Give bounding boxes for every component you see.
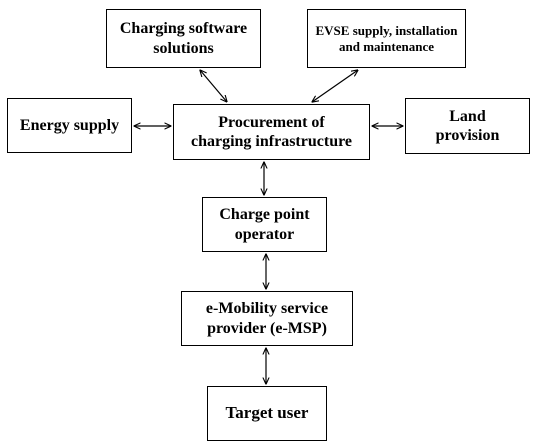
node-procurement: Procurement of charging infrastructure [173,104,370,160]
node-energy-supply: Energy supply [7,98,132,153]
node-label-line: Energy supply [19,116,120,134]
node-label-line: solutions [153,39,214,57]
node-label-line: Charging software [119,20,248,38]
node-label-line: charging infrastructure [190,133,352,150]
node-label-line: Target user [225,403,309,423]
arrow-procurement-evse [312,70,358,102]
node-emsp: e-Mobility service provider (e-MSP) [181,291,353,346]
node-label-line: operator [234,225,295,243]
node-label-line: provision [435,127,500,144]
node-label-line: and maintenance [339,38,434,54]
node-label-line: Charge point [219,206,310,224]
node-label-line: Procurement of [218,113,325,131]
node-label-line: e-Mobility service [205,300,329,318]
arrow-procurement-software [200,70,227,102]
node-land-provision: Land provision [405,98,530,154]
node-label-line: provider (e-MSP) [207,319,327,337]
node-charging-software: Charging software solutions [106,9,261,68]
node-target-user: Target user [207,386,327,441]
node-charge-point-operator: Charge point operator [202,197,327,252]
node-evse: EVSE supply, installation and maintenanc… [307,9,466,68]
node-label-line: EVSE supply, installation [315,22,458,38]
node-label-line: Land [449,107,486,125]
